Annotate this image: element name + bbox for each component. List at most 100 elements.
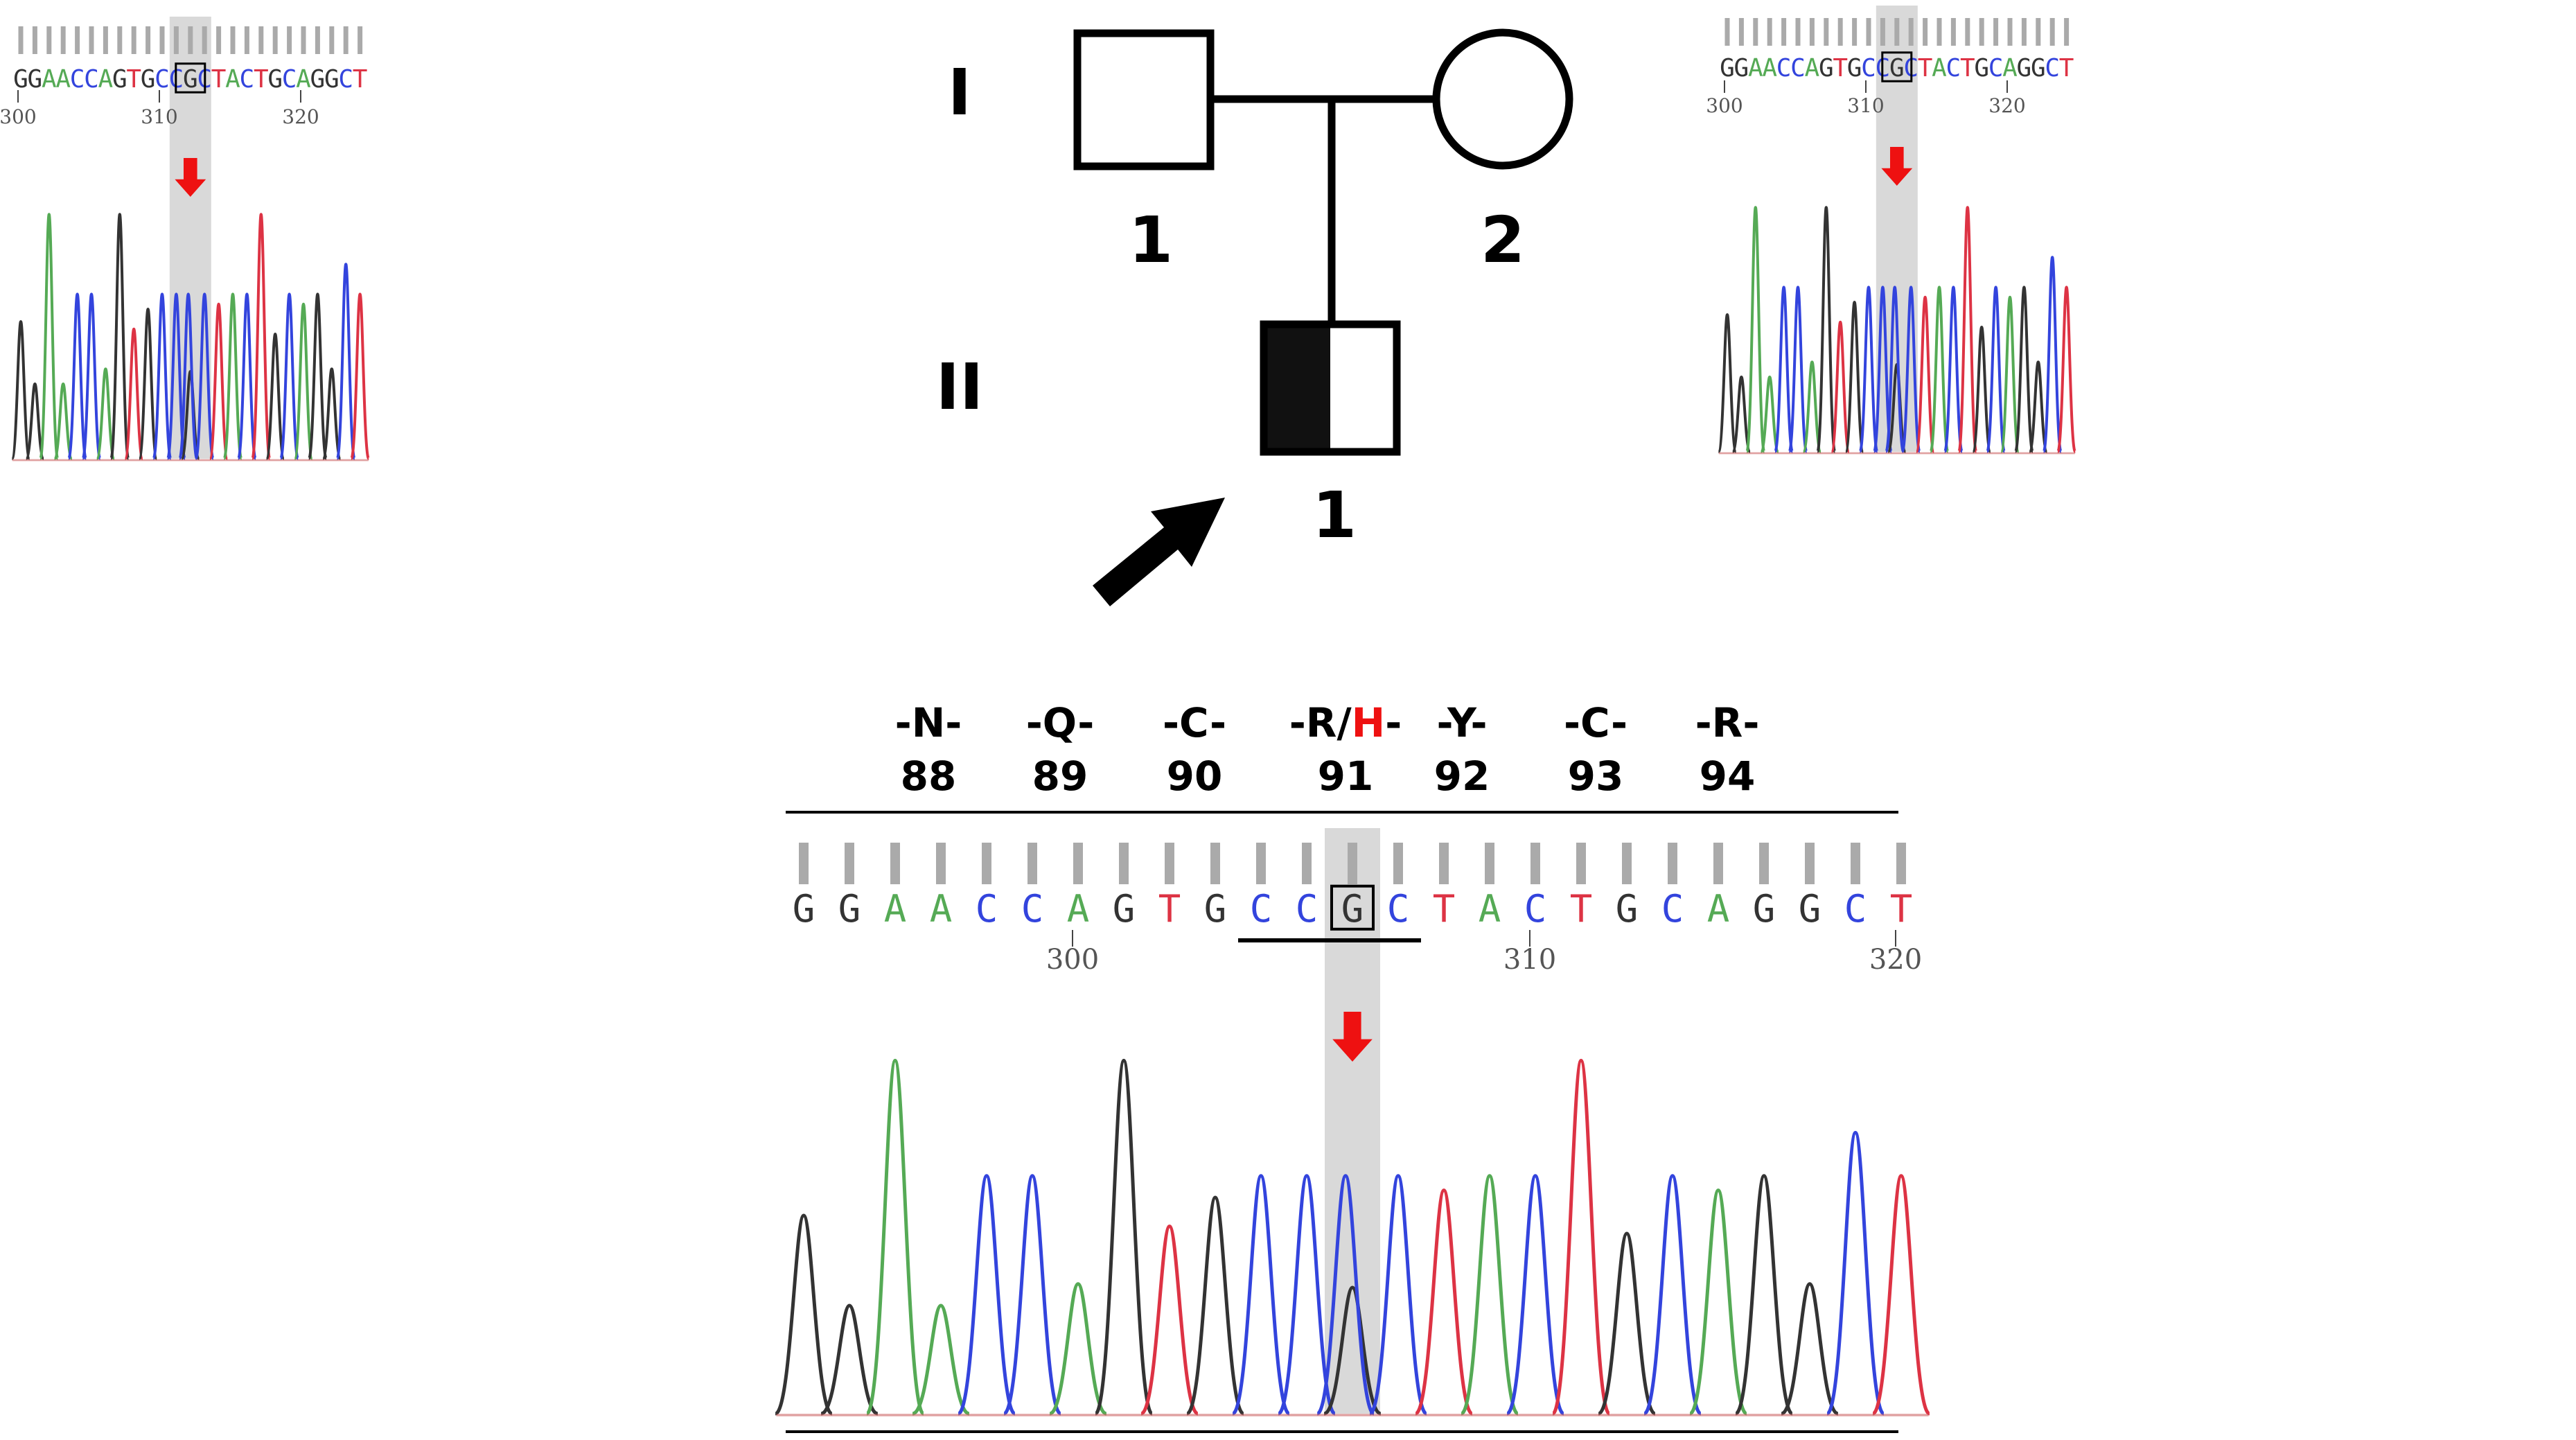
proband-base-19: C [1661,887,1684,931]
mother-peak-18 [1971,325,1992,453]
mother-base-20: A [2002,54,2018,82]
proband-base-9: G [1204,887,1227,931]
proband-peak-5 [1002,1174,1063,1416]
codon-92-number: 92 [1434,753,1490,800]
father-peak-7 [109,213,130,460]
proband-base-6: A [1067,887,1090,931]
codon-annotation: -N- 88 -Q- 89 -C- 90 -R/H- 91 -Y- 92 -C-… [786,699,1898,814]
codon-88-number: 88 [901,753,957,800]
mother-base-16: C [1946,54,1961,82]
father-quality-bar [343,26,349,54]
mother-base-2: A [1748,54,1763,82]
father-base-3: A [55,65,71,94]
father-quality-bar [131,26,136,54]
father-peak-3 [53,382,73,460]
proband-quality-bar [1759,843,1769,884]
mother-peak-9 [1844,300,1865,453]
proband-base-16: C [1524,887,1547,931]
proband-position-label: 310 [1503,944,1556,976]
mother-peak-13 [1900,286,1921,453]
proband-peak-14 [1414,1188,1474,1416]
father-peak-22 [321,367,342,460]
father-base-4: C [70,65,85,94]
father-quality-bar [46,26,52,54]
proband-quality-bar [1622,843,1632,884]
father-quality-bar [272,26,278,54]
proband-base-4: C [976,887,998,931]
father-quality-bar [60,26,66,54]
mother-quality-bar [1979,18,1984,46]
mother-peak-11 [1872,286,1894,453]
mother-peak-19 [1985,286,2006,453]
father-quality-bar [315,26,320,54]
mother-base-24: T [2059,54,2074,82]
proband-base-5: C [1021,887,1044,931]
father-variant-arrow-icon [175,158,206,197]
proband-peak-1 [820,1303,879,1416]
mother-peak-15 [1929,286,1950,453]
mother-base-0: G [1720,54,1735,82]
proband-quality-bar [1393,843,1403,884]
proband-base-7: G [1113,887,1136,931]
mother-peak-8 [1830,320,1851,453]
mother-quality-bar [1753,18,1758,46]
mother-quality-bar [1880,18,1885,46]
father-position-label: 320 [282,105,319,128]
codon-91-aa: -R/H- [1289,699,1402,746]
father-base-0: G [13,65,28,94]
father-secondary-peak [178,292,199,460]
proband-position-label: 320 [1869,944,1922,976]
proband-quality-bar [1439,843,1449,884]
mother-quality-bar [1809,18,1815,46]
mother-secondary-peak [1885,286,1905,453]
father-peak-1 [24,382,46,460]
father-position-label: 300 [0,105,37,128]
proband-base-1: G [838,887,861,931]
mother-position-label: 310 [1847,94,1884,117]
proband-base-15: A [1479,887,1501,931]
proband-base-23: C [1844,887,1867,931]
codon-91-suffix: - [1385,699,1402,746]
mother-peak-21 [2013,286,2035,453]
mother-quality-bar [1894,18,1900,46]
father-quality-bar [89,26,94,54]
codon-94-aa: -R- [1695,699,1760,746]
proband-base-11: C [1296,887,1318,931]
mother-variant-box [1881,51,1913,82]
father-peak-13 [194,292,215,460]
mother-quality-bar [1937,18,1942,46]
father-peak-11 [166,292,187,460]
father-quality-bar [329,26,335,54]
father-base-20: A [296,65,311,94]
mother-base-10: C [1861,54,1876,82]
father-peak-5 [81,292,102,460]
mother-peak-23 [2042,256,2063,453]
generation-label-I: I [948,55,971,130]
mother-peak-20 [2000,295,2020,453]
mother-position-label: 320 [1988,94,2025,117]
father-peak-19 [279,292,300,460]
mother-base-6: A [1805,54,1820,82]
father-base-1: G [28,65,43,94]
proband-quality-bar [799,843,809,884]
codon-90-number: 90 [1167,753,1223,800]
father-peak-10 [152,292,173,460]
mother-peak-5 [1788,286,1808,453]
proband-peak-18 [1597,1231,1657,1416]
mother-peak-24 [2056,286,2077,453]
mother-peak-7 [1816,206,1837,453]
proband-quality-bar [1073,843,1083,884]
father-peak-2 [39,213,60,460]
mother-quality-bar [1724,18,1730,46]
mother-peak-4 [1773,286,1794,453]
mother-quality-bar [2021,18,2027,46]
codon-91-number: 91 [1318,753,1374,800]
mother-base-12: G [1889,54,1905,82]
father-peak-24 [349,292,371,460]
proband-quality-bar [1256,843,1266,884]
codon-91-ref: -R/ [1289,699,1352,746]
individual-I-2-label: 2 [1481,203,1525,277]
proband-quality-bar [982,843,991,884]
